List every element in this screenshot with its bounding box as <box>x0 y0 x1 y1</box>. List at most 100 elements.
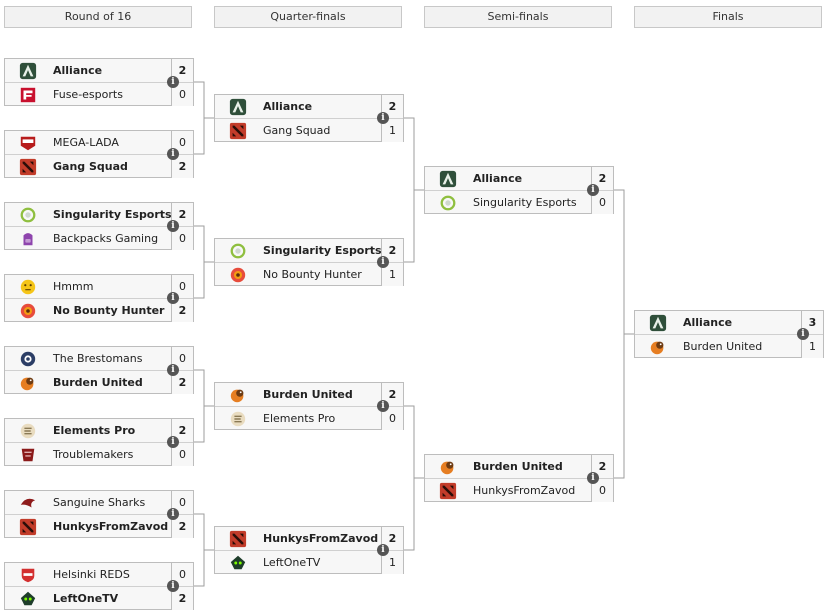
team-name[interactable]: Hmmm <box>53 280 94 293</box>
match-info-icon[interactable]: i <box>167 220 179 232</box>
team-name[interactable]: Gang Squad <box>263 124 331 137</box>
match-info-icon[interactable]: i <box>167 364 179 376</box>
team-row[interactable]: LeftOneTV 1 <box>215 551 403 574</box>
team-name[interactable]: Singularity Esports <box>473 196 577 209</box>
match-info-icon[interactable]: i <box>167 436 179 448</box>
team-name[interactable]: Alliance <box>53 64 103 77</box>
team-name[interactable]: Sanguine Sharks <box>53 496 146 509</box>
team-name[interactable]: The Brestomans <box>53 352 143 365</box>
match-info-icon[interactable]: i <box>377 400 389 412</box>
team-name[interactable]: LeftOneTV <box>53 592 119 605</box>
match-info-icon[interactable]: i <box>167 508 179 520</box>
match-info-icon[interactable]: i <box>377 544 389 556</box>
team-score: 0 <box>591 191 613 214</box>
alliance-logo <box>19 62 37 80</box>
team-row[interactable]: Singularity Esports 0 <box>425 191 613 214</box>
burden-united-logo <box>649 338 667 356</box>
team-name[interactable]: Gang Squad <box>53 160 128 173</box>
leftonetv-logo <box>229 554 247 572</box>
team-name[interactable]: HunkysFromZavod <box>263 532 379 545</box>
team-name[interactable]: Burden United <box>263 388 353 401</box>
team-name[interactable]: MEGA-LADA <box>53 136 119 149</box>
match-info-icon[interactable]: i <box>167 580 179 592</box>
team-name[interactable]: Burden United <box>53 376 143 389</box>
dota2-logo <box>229 122 247 140</box>
team-name[interactable]: Alliance <box>473 172 523 185</box>
match-info-icon[interactable]: i <box>167 292 179 304</box>
team-name[interactable]: Singularity Esports <box>263 244 382 257</box>
match-info-icon[interactable]: i <box>377 112 389 124</box>
team-name[interactable]: LeftOneTV <box>263 556 321 569</box>
team-name[interactable]: No Bounty Hunter <box>53 304 165 317</box>
team-name[interactable]: Backpacks Gaming <box>53 232 159 245</box>
match-info-icon[interactable]: i <box>167 148 179 160</box>
team-name[interactable]: Helsinki REDS <box>53 568 130 581</box>
match-info-icon[interactable]: i <box>377 256 389 268</box>
team-score: 1 <box>381 551 403 574</box>
team-name[interactable]: HunkysFromZavod <box>53 520 169 533</box>
team-name[interactable]: Troublemakers <box>53 448 134 461</box>
team-name[interactable]: Burden United <box>473 460 563 473</box>
dota2-logo <box>19 158 37 176</box>
helsinki-reds-logo <box>19 566 37 584</box>
dota2-logo <box>19 518 37 536</box>
match-info-icon[interactable]: i <box>587 472 599 484</box>
team-name[interactable]: Alliance <box>683 316 733 329</box>
match-info-icon[interactable]: i <box>797 328 809 340</box>
team-name[interactable]: Elements Pro <box>53 424 136 437</box>
team-name[interactable]: Alliance <box>263 100 313 113</box>
team-name[interactable]: Fuse-esports <box>53 88 123 101</box>
team-name[interactable]: Singularity Esports <box>53 208 172 221</box>
team-name[interactable]: Burden United <box>683 340 763 353</box>
team-name[interactable]: No Bounty Hunter <box>263 268 362 281</box>
singularity-logo <box>19 206 37 224</box>
match-info-icon[interactable]: i <box>167 76 179 88</box>
team-name[interactable]: Elements Pro <box>263 412 336 425</box>
team-name[interactable]: HunkysFromZavod <box>473 484 576 497</box>
match-info-icon[interactable]: i <box>587 184 599 196</box>
